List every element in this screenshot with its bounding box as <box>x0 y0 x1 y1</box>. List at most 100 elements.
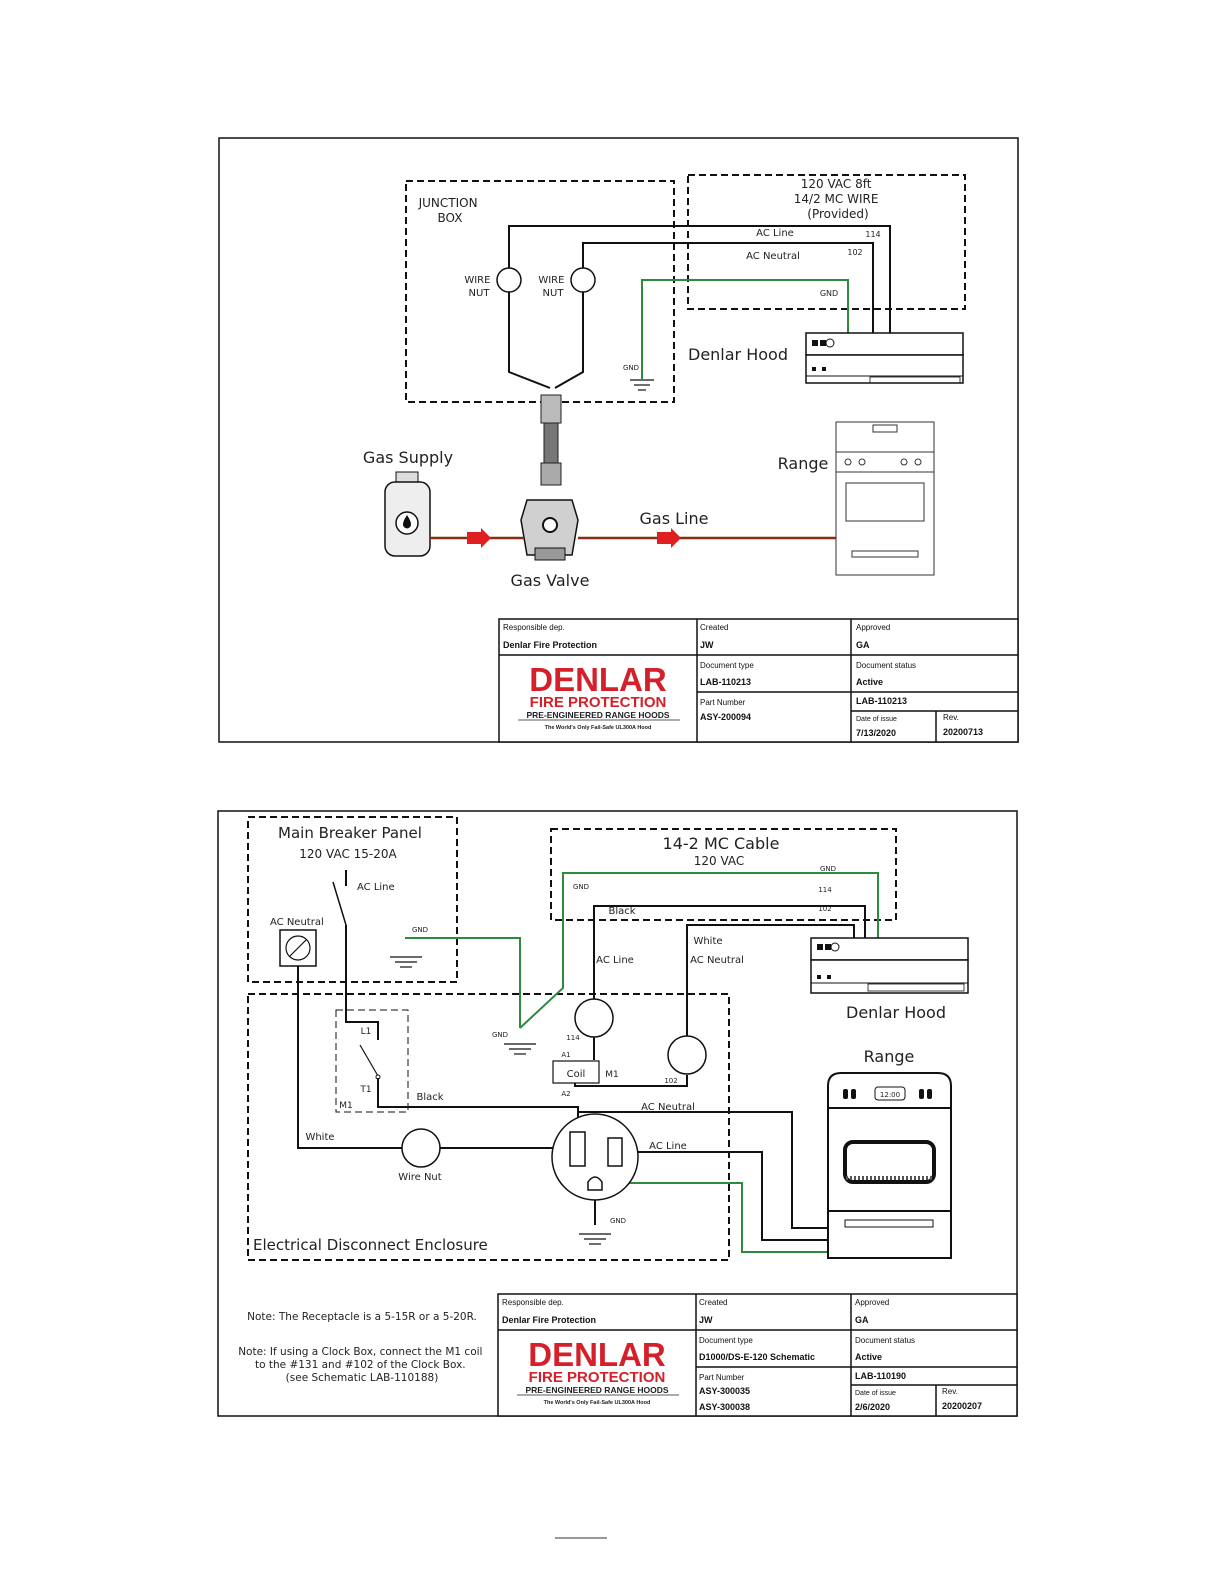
responsible-value: Denlar Fire Protection <box>502 1315 596 1325</box>
svg-text:DENLAR: DENLAR <box>528 1336 666 1373</box>
receptacle-icon <box>551 1113 639 1201</box>
mc-cable-title: 14-2 MC Cable <box>663 834 780 853</box>
enclosure-label: Electrical Disconnect Enclosure <box>253 1236 488 1254</box>
mc-cable-box <box>550 828 897 921</box>
black-bottom-label: Black <box>416 1092 443 1103</box>
diagram-gas-valve: JUNCTION BOX 120 VAC 8ft 14/2 MC WIRE (P… <box>218 137 1019 743</box>
a1-label: A1 <box>561 1051 570 1059</box>
title-block-2: Responsible dep. Denlar Fire Protection … <box>497 1293 1018 1417</box>
svg-text:PRE-ENGINEERED RANGE HOODS: PRE-ENGINEERED RANGE HOODS <box>526 710 669 720</box>
created-value: JW <box>699 1315 713 1325</box>
created-value: JW <box>700 640 714 650</box>
flow-arrow-icon <box>467 528 491 548</box>
wire-114-coil-label: 114 <box>566 1034 580 1042</box>
approved-label: Approved <box>856 623 890 632</box>
gnd-cable-wire <box>519 872 879 1029</box>
lab-number: LAB-110190 <box>855 1371 906 1381</box>
mc-cable-sub: 120 VAC <box>694 854 745 868</box>
line-to-valve <box>508 292 551 389</box>
neutral-terminal-icon <box>285 935 311 961</box>
docstatus-value: Active <box>856 677 883 687</box>
created-label: Created <box>700 623 728 632</box>
responsible-label: Responsible dep. <box>503 623 565 632</box>
terminal-114-icon <box>574 998 614 1038</box>
terminal-102-icon <box>667 1035 707 1075</box>
lab-number: LAB-110213 <box>856 696 907 706</box>
ac-neutral-mid-label: AC Neutral <box>690 955 744 966</box>
wire-nut-icon <box>401 1128 441 1168</box>
doctype-label: Document type <box>700 661 754 670</box>
partnum-value: ASY-300035 <box>699 1386 750 1396</box>
gnd-hood-label: GND <box>820 289 838 298</box>
partnum-label: Part Number <box>699 1373 745 1382</box>
gnd-range-wire <box>595 1182 830 1253</box>
responsible-value: Denlar Fire Protection <box>503 640 597 650</box>
ac-line-panel-label: AC Line <box>357 882 395 893</box>
diagram-electrical-disconnect: Main Breaker Panel 120 VAC 15-20A AC Lin… <box>217 810 1018 1417</box>
docstatus-value: Active <box>855 1352 882 1362</box>
ac-neutral-cable-wire <box>686 924 855 1036</box>
white-bottom-label: White <box>305 1132 334 1143</box>
ground-symbol-icon <box>390 956 422 968</box>
docstatus-label: Document status <box>856 661 916 670</box>
gas-line-label: Gas Line <box>640 509 709 528</box>
gnd-receptacle-label: GND <box>610 1217 626 1225</box>
main-breaker-sub: 120 VAC 15-20A <box>299 847 397 861</box>
doctype-label: Document type <box>699 1336 753 1345</box>
wire-102-cable-label: 102 <box>818 905 831 913</box>
ac-line-cable-wire <box>593 905 866 1000</box>
ground-wire <box>641 279 849 379</box>
svg-text:The World's Only Fail-Safe UL3: The World's Only Fail-Safe UL300A Hood <box>545 725 652 731</box>
date-label: Date of issue <box>856 716 897 723</box>
ac-line-receptacle-label: AC Line <box>649 1141 687 1152</box>
responsible-label: Responsible dep. <box>502 1298 564 1307</box>
t1-label: T1 <box>359 1085 371 1095</box>
gas-valve-label: Gas Valve <box>511 571 590 590</box>
contactor-box <box>335 1009 409 1113</box>
doctype-value: LAB-110213 <box>700 677 751 687</box>
denlar-hood-icon <box>805 332 964 384</box>
denlar-logo: DENLAR FIRE PROTECTION PRE-ENGINEERED RA… <box>517 1336 679 1406</box>
approved-label: Approved <box>855 1298 889 1307</box>
rev-label: Rev. <box>943 713 959 722</box>
receptacle-note: Note: The Receptacle is a 5-15R or a 5-2… <box>247 1311 477 1323</box>
gnd-box-label: GND <box>623 364 639 372</box>
main-breaker-panel-box <box>247 816 458 983</box>
svg-text:FIRE PROTECTION: FIRE PROTECTION <box>530 694 667 711</box>
rev-value: 20200713 <box>943 727 983 737</box>
ac-line-mid-label: AC Line <box>596 955 634 966</box>
gnd-cable-left-label: GND <box>573 883 589 891</box>
clock-display: 12:00 <box>880 1091 900 1099</box>
coil-box <box>552 1060 600 1084</box>
wire-nut-label-1: WIRE NUT <box>464 275 493 299</box>
svg-text:DENLAR: DENLAR <box>529 661 667 698</box>
partnum-label: Part Number <box>700 698 746 707</box>
svg-text:PRE-ENGINEERED RANGE HOODS: PRE-ENGINEERED RANGE HOODS <box>525 1385 668 1395</box>
ac-line-label: AC Line <box>756 228 794 239</box>
wire-nut-label: Wire Nut <box>398 1172 441 1183</box>
range-line-wire <box>625 1151 830 1241</box>
range-label: Range <box>778 454 829 473</box>
a2-label: A2 <box>561 1090 570 1098</box>
clock-box-note: Note: If using a Clock Box, connect the … <box>238 1346 486 1384</box>
breaker-switch <box>332 881 347 926</box>
date-value: 2/6/2020 <box>855 1402 890 1412</box>
range-neutral-wire <box>577 1107 830 1229</box>
gas-supply-label: Gas Supply <box>363 448 453 467</box>
m1-contact-label: M1 <box>339 1101 353 1111</box>
date-label: Date of issue <box>855 1390 896 1397</box>
white-panel-wire <box>297 966 402 1149</box>
denlar-logo: DENLAR FIRE PROTECTION PRE-ENGINEERED RA… <box>518 661 680 731</box>
ac-line-panel-wire <box>345 925 379 1040</box>
partnum-value-2: ASY-300038 <box>699 1402 750 1412</box>
ground-symbol-icon <box>504 1043 536 1055</box>
ground-symbol-icon <box>630 379 654 391</box>
wire-102-coil-label: 102 <box>664 1077 677 1085</box>
range-label: Range <box>864 1047 915 1066</box>
flow-arrow-icon <box>657 528 681 548</box>
denlar-hood-icon <box>810 937 969 994</box>
range-icon <box>835 421 935 576</box>
l1-label: L1 <box>361 1027 372 1037</box>
gnd-cable-right-label: GND <box>820 865 836 873</box>
range-icon <box>827 1072 952 1259</box>
